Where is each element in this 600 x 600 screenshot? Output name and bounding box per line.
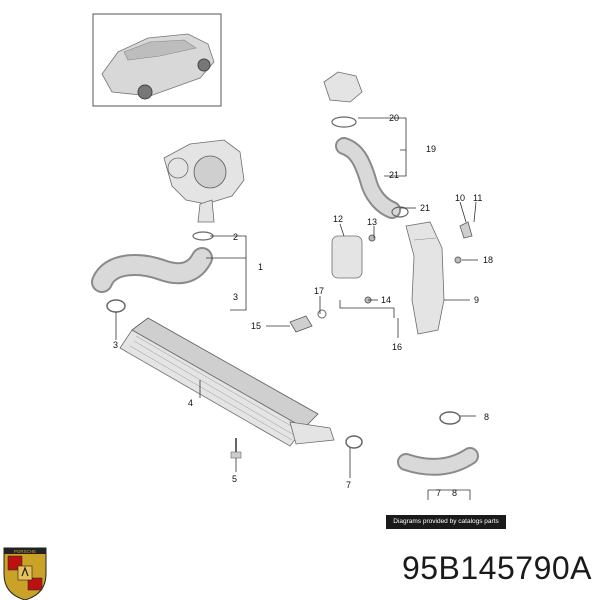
- callout-7-group: 7: [436, 488, 441, 498]
- turbocharger: [163, 139, 245, 223]
- callout-21: 21: [420, 203, 430, 213]
- callouts: 2 1 3 3 4 5 7 8 7 8 9 10 11 12 13 14 15 …: [113, 113, 493, 498]
- intake-hose-1: [91, 231, 214, 293]
- callout-15: 15: [251, 321, 261, 331]
- callout-1: 1: [258, 262, 263, 272]
- callout-4: 4: [188, 398, 193, 408]
- resonator: [331, 235, 363, 279]
- callout-21-top: 21: [389, 170, 399, 180]
- callout-16: 16: [392, 342, 402, 352]
- callout-7: 7: [346, 480, 351, 490]
- callout-11: 11: [473, 193, 482, 203]
- callout-9: 9: [474, 295, 479, 305]
- callout-8-group: 8: [452, 488, 457, 498]
- intercooler: [119, 317, 335, 447]
- small-fittings: [289, 221, 473, 333]
- callout-18: 18: [483, 255, 493, 265]
- leader-lines: [115, 117, 478, 500]
- callout-3-clamp: 3: [113, 340, 118, 350]
- callout-19: 19: [426, 144, 436, 154]
- callout-8: 8: [484, 412, 489, 422]
- callout-2: 2: [233, 232, 238, 242]
- bolt-5: [230, 438, 242, 459]
- hose-clamp-3: [106, 299, 126, 313]
- throttle-housing: [323, 71, 409, 219]
- callout-14: 14: [381, 295, 391, 305]
- callout-13: 13: [367, 217, 377, 227]
- callout-20: 20: [389, 113, 399, 123]
- porsche-crest-logo: PORSCHE: [3, 547, 47, 600]
- part-number: 95B145790A: [401, 550, 592, 586]
- charge-pipe: [405, 221, 445, 335]
- callout-5: 5: [232, 474, 237, 484]
- hose-clamp-7: [345, 435, 363, 449]
- callout-17: 17: [314, 286, 324, 296]
- callout-3-top: 3: [233, 292, 238, 302]
- credit-badge: Diagrams provided by catalogs parts: [386, 515, 506, 529]
- callout-10: 10: [455, 193, 465, 203]
- callout-12: 12: [333, 214, 343, 224]
- charge-air-hose: [397, 411, 479, 476]
- vehicle-thumbnail: [92, 13, 222, 107]
- svg-text:PORSCHE: PORSCHE: [14, 549, 36, 554]
